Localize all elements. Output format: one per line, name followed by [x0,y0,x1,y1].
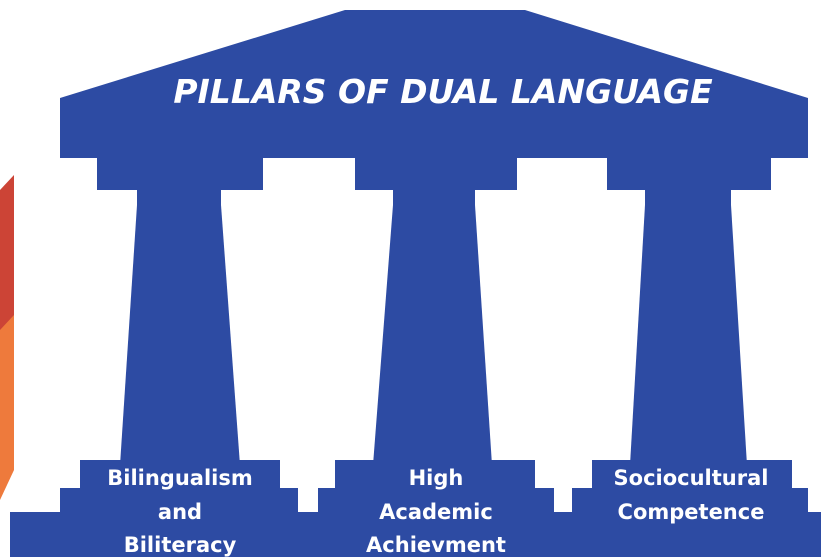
stylobate-step [10,512,821,557]
pillar-shaft-3 [630,205,747,465]
pillar-2-line-3: Achievment [366,533,506,557]
pillar-capital-2 [355,150,517,190]
pillar-base-3-lower [572,488,808,516]
pillar-capital-1 [97,150,263,190]
left-edge-decoration [0,175,14,500]
orange-accent-shape [0,315,14,500]
diagram-title: PILLARS OF DUAL LANGUAGE [173,72,713,111]
pillar-3-line-2: Competence [618,500,765,524]
pillar-1-line-2: and [158,500,202,524]
pillar-base-1-lower [60,488,298,516]
pillar-label-1: Bilingualism and Biliteracy [107,466,252,557]
pillar-1-line-3: Biliteracy [124,533,237,557]
roof-pediment [60,10,808,158]
pillar-shaft-1 [120,205,240,465]
pillar-capital-3 [607,150,771,190]
pillar-label-2: High Academic Achievment [366,466,506,557]
pillar-base-1-upper [80,460,280,490]
temple-structure [10,10,821,557]
red-accent-shape [0,175,14,345]
pillar-base-3-upper [592,460,792,490]
pillar-2-line-2: Academic [379,500,493,524]
pillar-1-line-1: Bilingualism [107,466,252,490]
pillar-base-2-lower [318,488,554,516]
pillar-2-line-1: High [409,466,464,490]
pillar-base-2-upper [335,460,535,490]
pillar-shaft-2 [373,205,492,465]
pillar-label-3: Sociocultural Competence [614,466,769,524]
pillar-3-line-1: Sociocultural [614,466,769,490]
